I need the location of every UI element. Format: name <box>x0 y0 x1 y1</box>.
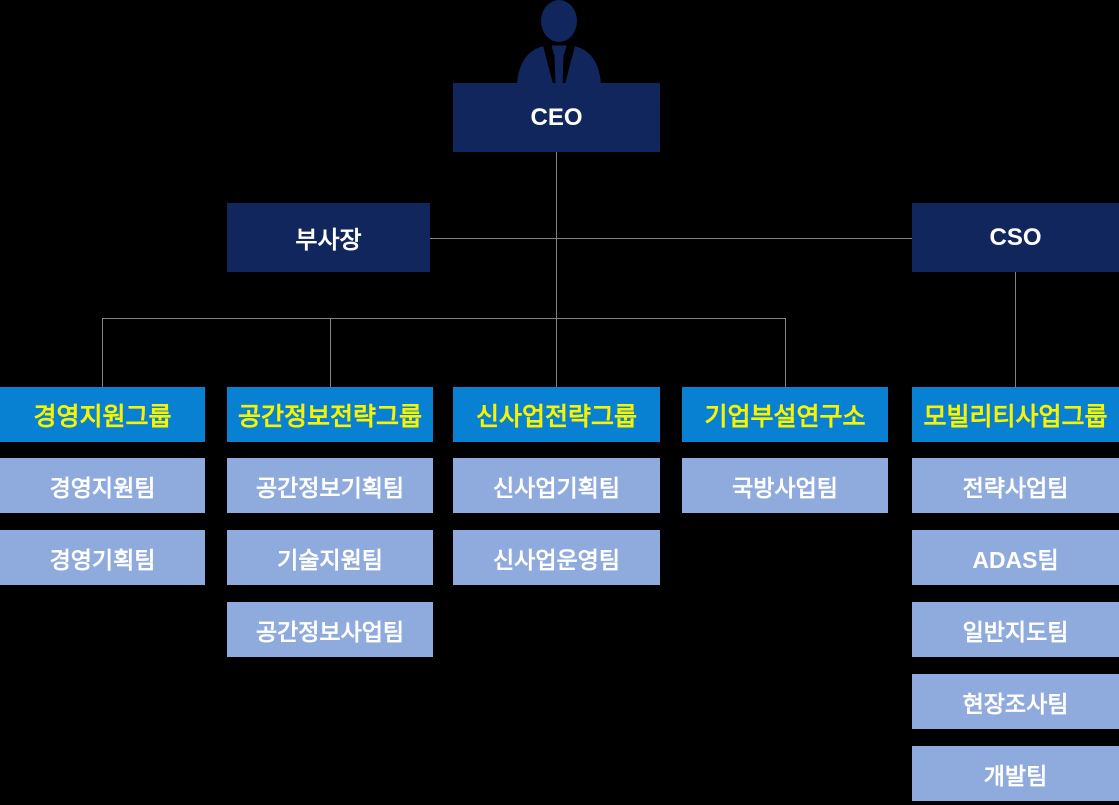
group-column-spatial-info-strategy: 공간정보전략그룹 공간정보기획팀 기술지원팀 공간정보사업팀 <box>227 387 433 674</box>
connector-groups-horizontal <box>102 318 786 319</box>
team-box: ADAS팀 <box>912 530 1119 585</box>
group-header: 모빌리티사업그룹 <box>912 387 1119 442</box>
connector-drop-group-1 <box>102 318 103 387</box>
group-header: 공간정보전략그룹 <box>227 387 433 442</box>
team-box: 전략사업팀 <box>912 458 1119 513</box>
team-box: 현장조사팀 <box>912 674 1119 729</box>
group-column-mobility-business: 모빌리티사업그룹 전략사업팀 ADAS팀 일반지도팀 현장조사팀 개발팀 <box>912 387 1119 805</box>
connector-drop-group-4 <box>785 318 786 387</box>
group-header: 경영지원그룹 <box>0 387 205 442</box>
team-box: 경영기획팀 <box>0 530 205 585</box>
team-box: 국방사업팀 <box>682 458 888 513</box>
group-column-research-institute: 기업부설연구소 국방사업팀 <box>682 387 888 530</box>
team-box: 경영지원팀 <box>0 458 205 513</box>
ceo-box: CEO <box>453 83 660 152</box>
team-box: 신사업운영팀 <box>453 530 660 585</box>
team-box: 일반지도팀 <box>912 602 1119 657</box>
team-box: 개발팀 <box>912 746 1119 801</box>
connector-executive-horizontal <box>430 238 912 239</box>
cso-box: CSO <box>912 203 1119 272</box>
vice-president-box: 부사장 <box>227 203 430 272</box>
connector-drop-group-2 <box>330 318 331 387</box>
connector-ceo-vertical <box>556 152 557 387</box>
team-box: 공간정보사업팀 <box>227 602 433 657</box>
connector-cso-vertical <box>1015 272 1016 387</box>
team-box: 기술지원팀 <box>227 530 433 585</box>
group-column-management-support: 경영지원그룹 경영지원팀 경영기획팀 <box>0 387 205 602</box>
team-box: 신사업기획팀 <box>453 458 660 513</box>
group-header: 신사업전략그룹 <box>453 387 660 442</box>
group-column-new-business-strategy: 신사업전략그룹 신사업기획팀 신사업운영팀 <box>453 387 660 602</box>
group-header: 기업부설연구소 <box>682 387 888 442</box>
team-box: 공간정보기획팀 <box>227 458 433 513</box>
ceo-person-icon <box>517 0 601 84</box>
